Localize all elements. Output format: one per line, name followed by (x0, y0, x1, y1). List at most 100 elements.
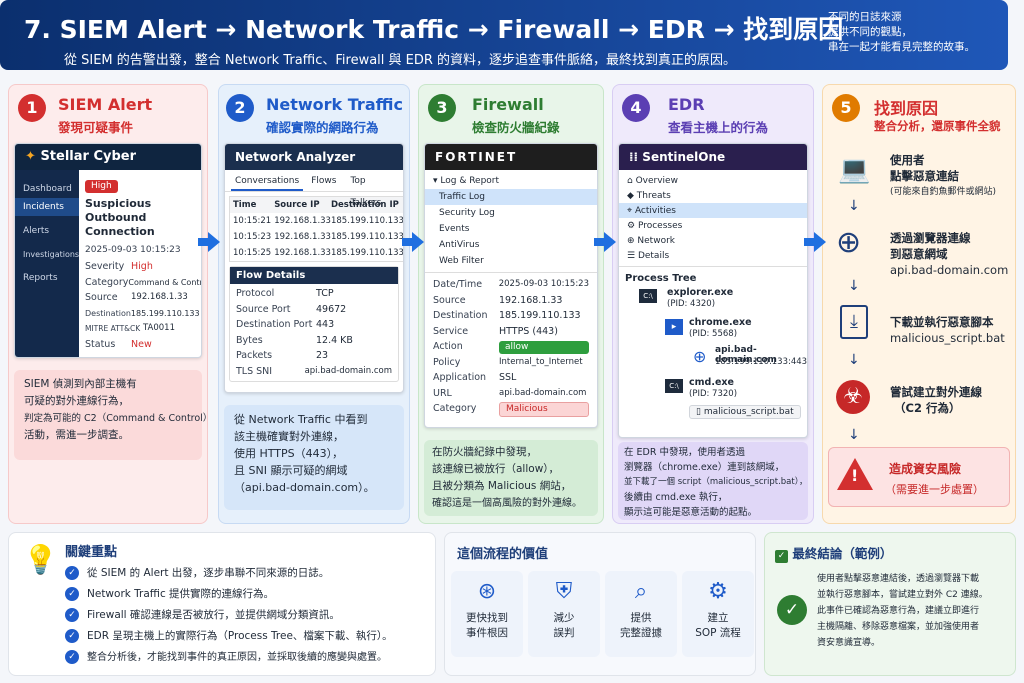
shield-icon: ◆ (627, 190, 637, 201)
severity-badge: High (85, 180, 118, 193)
chrome-icon: ▸ (665, 319, 683, 335)
file-icon: ▯ (696, 407, 704, 417)
key-point-item: ✓EDR 呈現主機上的實際行為（Process Tree、檔案下載、執行）。 (65, 626, 393, 647)
siem-nav-dashboard[interactable]: Dashboard (23, 184, 72, 194)
arrow-down-icon: ↓ (848, 278, 860, 294)
page-subtitle: 從 SIEM 的告警出發，整合 Network Traffic、Firewall… (64, 53, 737, 68)
firewall-window: FORTINET ▾ Log & Report Traffic Log Secu… (424, 143, 598, 428)
step-number-5: 5 (832, 94, 860, 122)
process-explorer[interactable]: explorer.exe (667, 287, 734, 298)
process-chrome[interactable]: chrome.exe (689, 317, 752, 328)
warning-icon (837, 458, 873, 490)
key-point-item: ✓整合分析後，才能找到事件的真正原因，並採取後續的應變與處置。 (65, 647, 393, 668)
check-icon: ✓ (65, 608, 79, 622)
step-title-edr: EDR (668, 95, 705, 114)
step-subtitle-siem: 發現可疑事件 (58, 120, 134, 135)
step-number-4: 4 (622, 94, 650, 122)
check-icon: ✓ (65, 587, 79, 601)
menu-security-log[interactable]: Security Log (439, 208, 495, 218)
network-connection[interactable]: api.bad-domain.com (715, 345, 777, 365)
shield-check-icon: ⛨ (555, 579, 573, 604)
download-icon: ⤓ (840, 305, 868, 339)
edr-menu-activities[interactable]: ⌖ Activities (619, 203, 807, 218)
menu-web-filter[interactable]: Web Filter (439, 256, 484, 266)
siem-nav-reports[interactable]: Reports (23, 273, 58, 283)
edr-menu-network[interactable]: ⊕ Network (627, 235, 675, 246)
edr-menu-overview[interactable]: ⌂ Overview (627, 175, 678, 186)
process-cmd[interactable]: cmd.exe (689, 377, 734, 388)
flow-arrow-1 (198, 232, 220, 252)
edr-menu-details[interactable]: ☰ Details (627, 250, 670, 261)
siem-nav-investigations[interactable]: Investigations (23, 250, 80, 259)
siem-titlebar: ✦ Stellar Cyber (15, 144, 201, 170)
flow-arrow-4 (804, 232, 826, 252)
network-description: 從 Network Traffic 中看到該主機確實對外連線，使用 HTTPS（… (224, 405, 404, 510)
risk-box: ! 造成資安風險 （需要進一步處置） (828, 447, 1010, 507)
siem-window: ✦ Stellar Cyber Dashboard Incidents Aler… (14, 143, 202, 358)
step-title-cause: 找到原因 (874, 99, 939, 118)
siem-nav-incidents[interactable]: Incidents (15, 198, 79, 216)
flow-arrow-2 (402, 232, 424, 252)
tab-top-talkers[interactable]: Top Talkers (350, 176, 382, 208)
lightbulb-icon: 💡 (23, 543, 58, 576)
tab-flows[interactable]: Flows (311, 176, 337, 186)
step-title-firewall: Firewall (472, 95, 544, 114)
tab-conversations[interactable]: Conversations (231, 170, 304, 191)
step-subtitle-cause: 整合分析，還原事件全貌 (874, 119, 1001, 133)
details-icon: ☰ (627, 250, 638, 261)
globe-icon: ⊕ (693, 347, 707, 366)
menu-log-report[interactable]: ▾ Log & Report (433, 176, 500, 186)
edr-menu-threats[interactable]: ◆ Threats (627, 190, 671, 201)
edr-menu: ⌂ Overview ◆ Threats ⌖ Activities ⚙ Proc… (619, 170, 807, 267)
step-number-1: 1 (18, 94, 46, 122)
category-malicious-badge: Malicious (499, 402, 589, 417)
menu-traffic-log[interactable]: Traffic Log (425, 189, 597, 205)
checkbox-icon: ✓ (775, 550, 788, 563)
key-point-item: ✓Firewall 確認連線是否被放行，並提供網域分類資訊。 (65, 605, 393, 626)
step-number-3: 3 (428, 94, 456, 122)
firewall-menu: ▾ Log & Report Traffic Log Security Log … (425, 170, 597, 272)
risk-title: 造成資安風險 (889, 462, 962, 476)
edr-titlebar: ⁞⁞ SentinelOne (619, 144, 807, 170)
menu-events[interactable]: Events (439, 224, 470, 234)
search-icon: ⌕ (634, 579, 648, 604)
conclusion-header: ✓ 最終結論（範例） (775, 543, 892, 563)
cmd-window-icon: C:\ (639, 289, 657, 303)
script-file[interactable]: ▯ malicious_script.bat (689, 405, 801, 419)
chevron-down-icon: ▾ (433, 176, 441, 186)
action-allow-badge: allow (499, 341, 589, 354)
check-circle-icon: ✓ (777, 595, 807, 625)
step-subtitle-network: 確認實際的網路行為 (266, 120, 379, 135)
step-subtitle-firewall: 檢查防火牆紀錄 (472, 120, 560, 135)
siem-description: SIEM 偵測到內部主機有可疑的對外連線行為，判定為可能的 C2（Command… (14, 370, 212, 460)
edr-menu-processes[interactable]: ⚙ Processes (627, 220, 683, 231)
menu-antivirus[interactable]: AntiVirus (439, 240, 480, 250)
flow-arrow-3 (594, 232, 616, 252)
key-points-title: 關鍵重點 (65, 545, 118, 560)
siem-nav-alerts[interactable]: Alerts (23, 226, 50, 236)
fortinet-logo: FORTINET (425, 144, 597, 170)
check-icon: ✓ (65, 629, 79, 643)
step-number-2: 2 (226, 94, 254, 122)
sentinelone-logo-icon: ⁞⁞ (629, 150, 643, 164)
